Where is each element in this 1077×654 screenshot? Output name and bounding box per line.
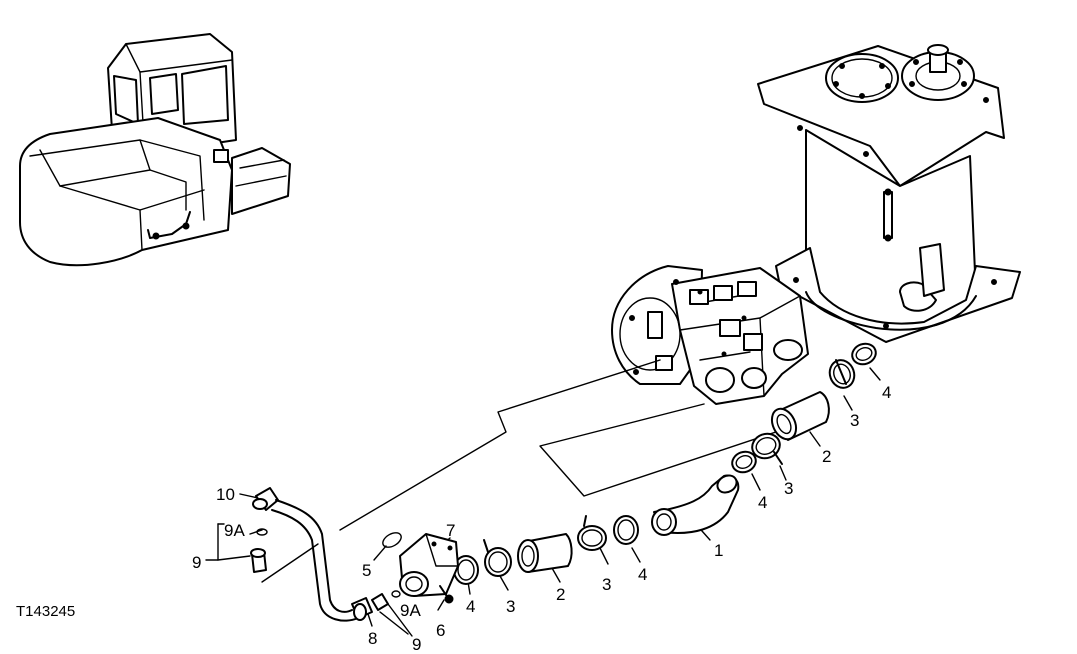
- excavator-overview-illustration: [19, 33, 291, 267]
- part-3-clamp-c: [577, 515, 607, 551]
- part-9-plug: [250, 548, 267, 573]
- part-8-adapter: [351, 597, 373, 621]
- callout-4-c: 4: [638, 565, 647, 584]
- part-5-o-ring: [382, 532, 402, 548]
- callout-3-d: 3: [506, 597, 515, 616]
- callout-4-a: 4: [882, 383, 891, 402]
- callout-1: 1: [714, 541, 723, 560]
- part-10-elbow-fitting: [252, 487, 279, 511]
- callout-4-b: 4: [758, 493, 767, 512]
- callout-7: 7: [446, 521, 455, 540]
- part-4-ring-d: [453, 555, 479, 585]
- part-4-ring-c: [613, 515, 639, 545]
- callout-labels: 1 2 2 3 3 3 3 4 4 4 4 5 6 7 8 9 9 9A 9A …: [16, 383, 891, 654]
- part-9-fitting-lower: [371, 593, 389, 611]
- callout-9a-right: 9A: [400, 601, 421, 620]
- callout-6: 6: [436, 621, 445, 640]
- part-3-clamp-b: [751, 432, 783, 465]
- exploded-hose-parts: [250, 342, 877, 622]
- part-2-straight-hose-upper: [770, 391, 830, 441]
- hydraulic-pump-illustration: [611, 265, 809, 405]
- callout-9a-left: 9A: [224, 521, 245, 540]
- callout-8: 8: [368, 629, 377, 648]
- part-3-clamp-a: [828, 359, 856, 389]
- part-6-bolt: [439, 585, 454, 604]
- part-4-ring-a: [851, 342, 877, 366]
- part-7-flange: [399, 533, 459, 597]
- part-9a-o-ring-upper: [256, 528, 268, 536]
- callout-5: 5: [362, 561, 371, 580]
- part-1-suction-hose: [651, 474, 740, 536]
- part-9a-o-ring-lower: [391, 590, 401, 598]
- callout-2-lower: 2: [556, 585, 565, 604]
- hydraulic-tank-illustration: [757, 44, 1021, 343]
- callout-2-upper: 2: [822, 447, 831, 466]
- callout-10: 10: [216, 485, 235, 504]
- figure-id: T143245: [16, 603, 75, 620]
- drain-hose-line: [271, 499, 359, 622]
- callout-3-c: 3: [602, 575, 611, 594]
- callout-3-b: 3: [784, 479, 793, 498]
- callout-3-a: 3: [850, 411, 859, 430]
- callout-9-right: 9: [412, 635, 421, 654]
- part-4-ring-b: [731, 450, 757, 474]
- part-2-straight-hose-lower: [517, 533, 573, 573]
- callout-4-d: 4: [466, 597, 475, 616]
- callout-9-left: 9: [192, 553, 201, 572]
- part-3-clamp-d: [483, 539, 512, 577]
- reference-lines: [205, 359, 881, 637]
